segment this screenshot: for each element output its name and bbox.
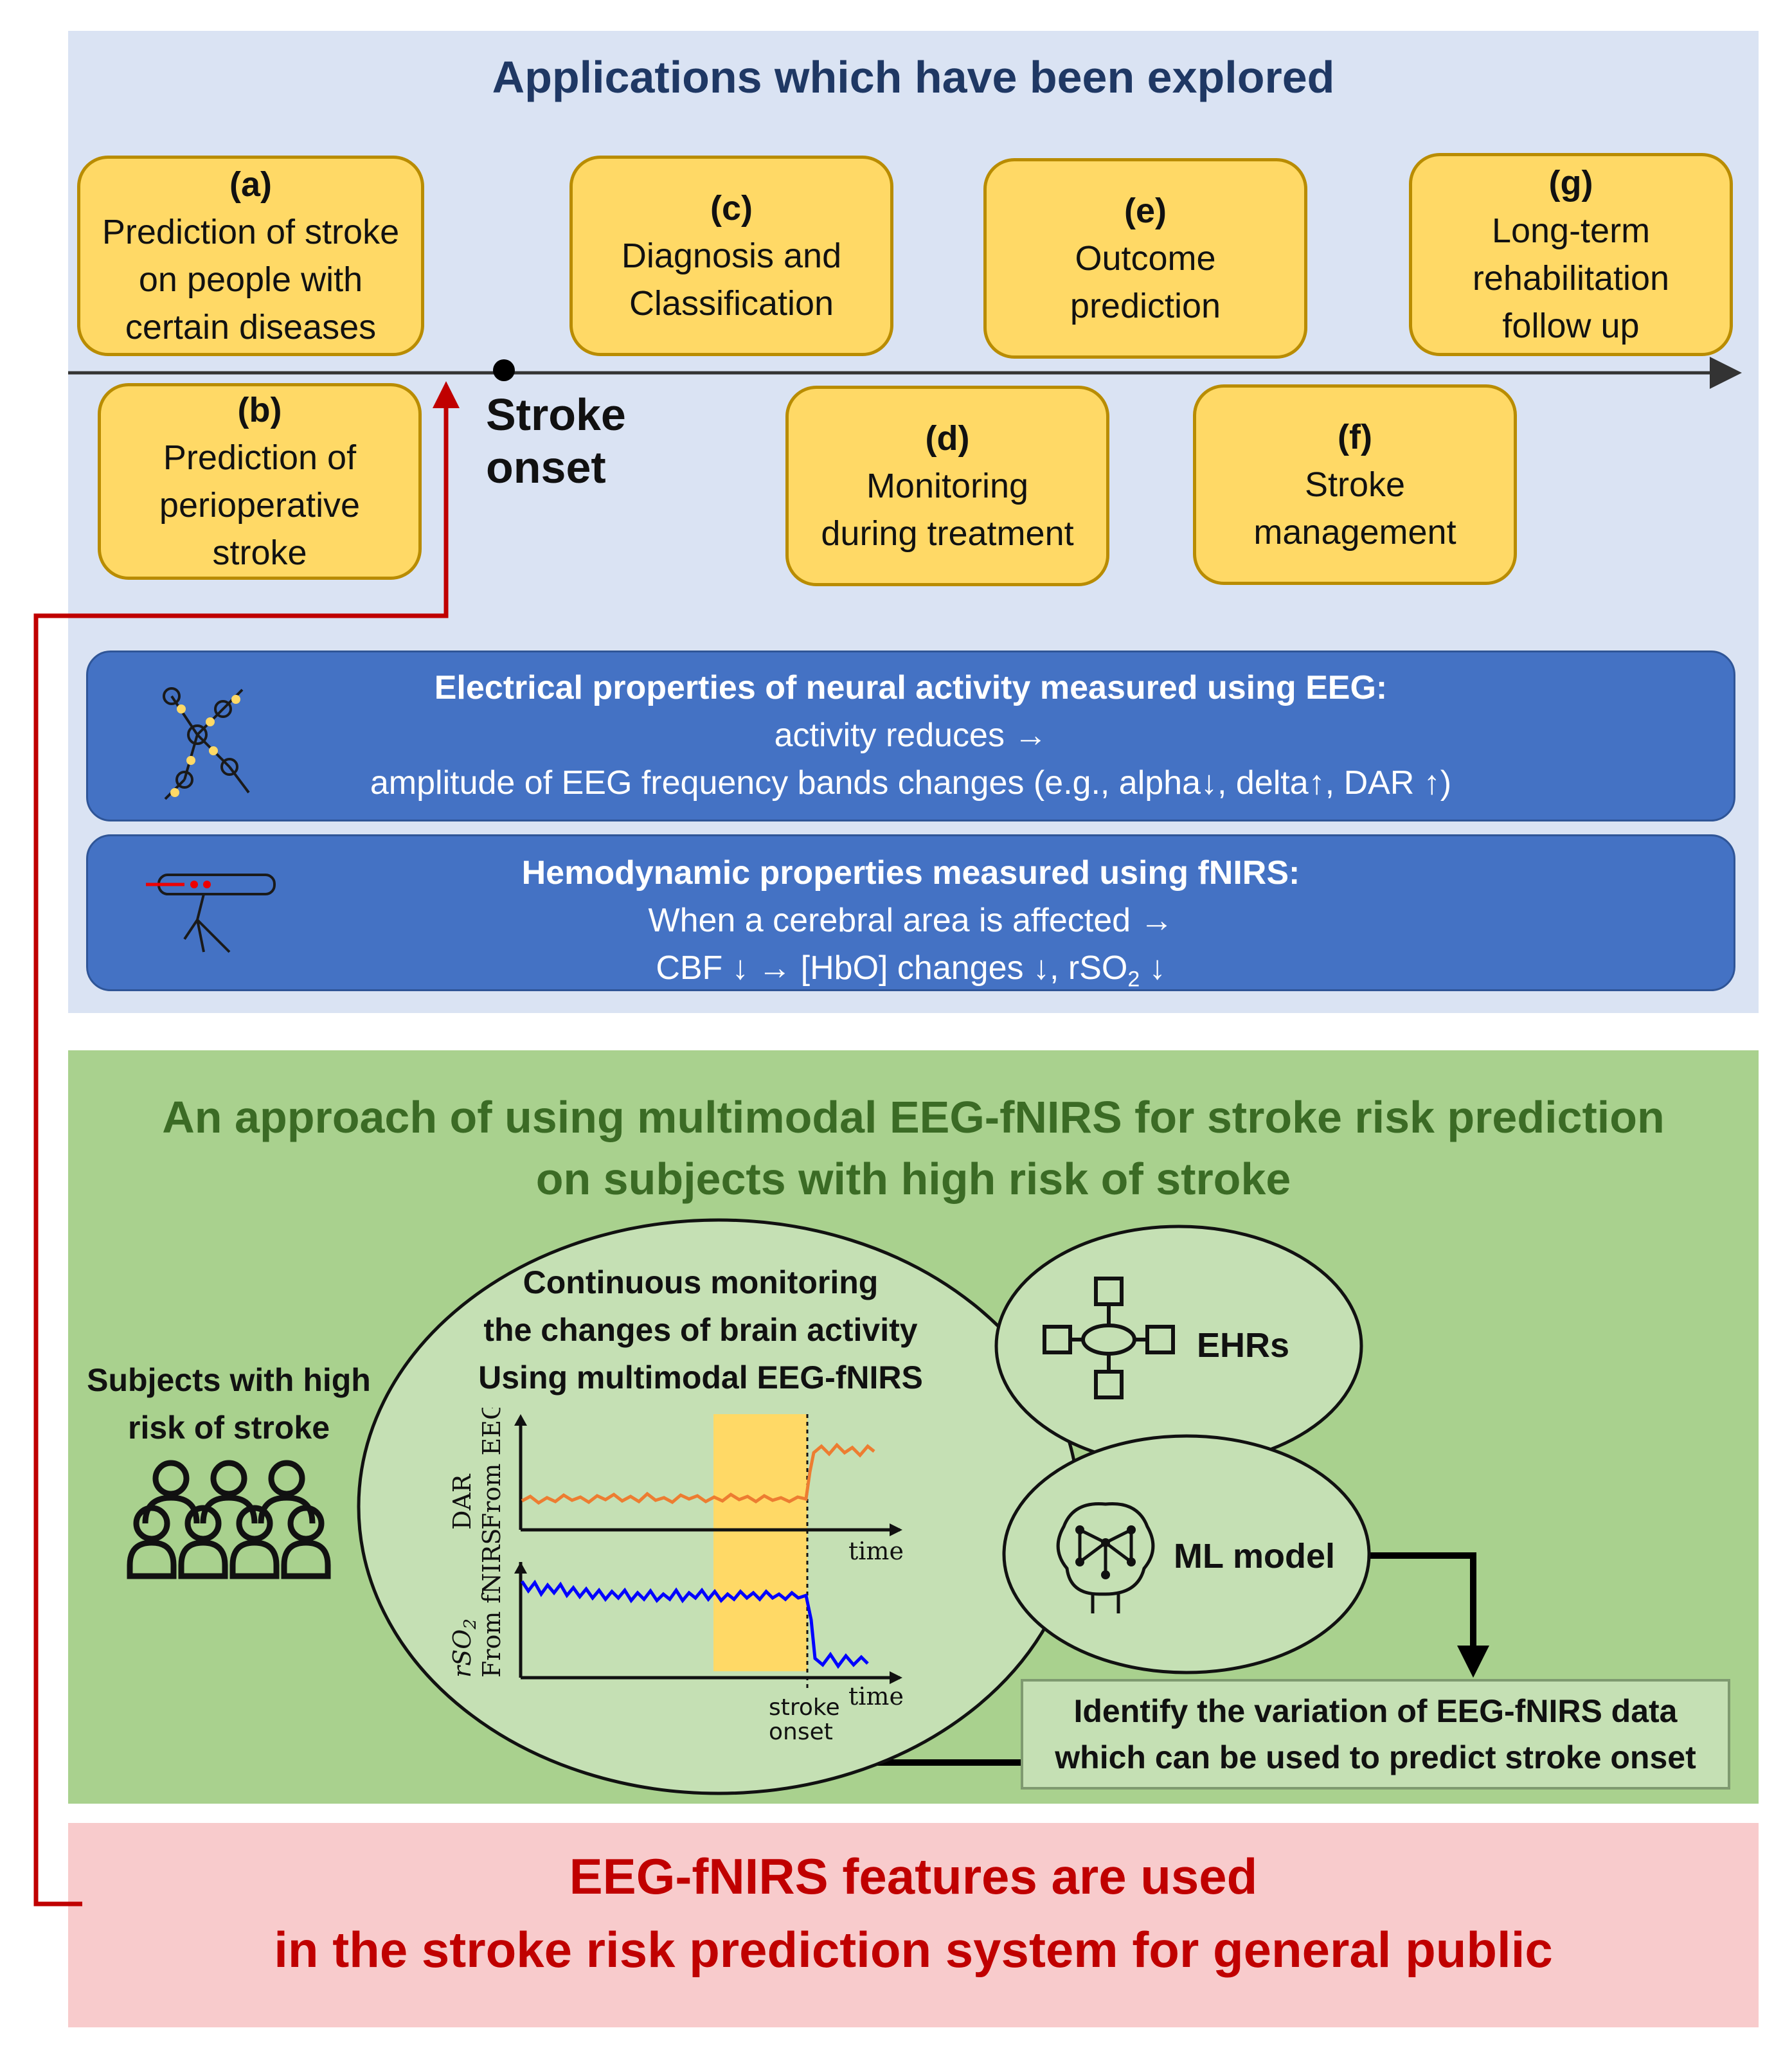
identify-variation-box: Identify the variation of EEG-fNIRS data… bbox=[1021, 1679, 1730, 1790]
fnirs-line-2-sub: 2 bbox=[1127, 967, 1140, 992]
box-line: Diagnosis and bbox=[621, 237, 842, 275]
application-box-c: (c) Diagnosis and Classification bbox=[569, 156, 893, 356]
applications-title: Applications which have been explored bbox=[492, 52, 1335, 102]
box-line: on people with bbox=[138, 260, 363, 299]
monitoring-label-line: the changes of brain activity bbox=[483, 1312, 918, 1348]
fnirs-heading: Hemodynamic properties measured using fN… bbox=[521, 854, 1300, 892]
approach-title-line: on subjects with high risk of stroke bbox=[535, 1154, 1291, 1204]
application-box-e: (e) Outcome prediction bbox=[983, 158, 1307, 359]
monitoring-label-line: Continuous monitoring bbox=[523, 1264, 879, 1300]
monitoring-plots: time time DAR From EEG rSO2 From fNIRS s… bbox=[448, 1408, 904, 1745]
box-letter: (f) bbox=[1338, 418, 1372, 456]
approach-title: An approach of using multimodal EEG-fNIR… bbox=[68, 1086, 1759, 1210]
box-letter: (d) bbox=[925, 419, 970, 458]
subjects-label-line: Subjects with high bbox=[87, 1362, 371, 1398]
fnirs-line-2-prefix: CBF ↓ → [HbO] changes ↓, rSO bbox=[656, 949, 1128, 987]
dar-series-line bbox=[521, 1442, 875, 1505]
identify-line: which can be used to predict stroke onse… bbox=[1055, 1739, 1696, 1775]
application-box-f: (f) Stroke management bbox=[1193, 384, 1517, 585]
box-line: Stroke bbox=[1304, 465, 1406, 504]
box-line: Long-term bbox=[1491, 211, 1651, 250]
red-connector-arrow bbox=[33, 381, 460, 1907]
subjects-label: Subjects with high risk of stroke bbox=[75, 1356, 383, 1451]
eeg-heading: Electrical properties of neural activity… bbox=[434, 669, 1388, 706]
ml-to-identify-arrow bbox=[1363, 1552, 1489, 1678]
blood-vessel-icon bbox=[146, 874, 276, 953]
box-line: rehabilitation bbox=[1472, 259, 1670, 298]
box-line: Classification bbox=[629, 284, 834, 323]
approach-title-line: An approach of using multimodal EEG-fNIR… bbox=[162, 1092, 1665, 1142]
eeg-line-1: activity reduces → bbox=[774, 717, 1048, 754]
application-box-d: (d) Monitoring during treatment bbox=[785, 386, 1109, 586]
rso2-series-line bbox=[520, 1579, 869, 1669]
ml-ellipse bbox=[1002, 1434, 1371, 1674]
bottom-x-label: time bbox=[848, 1682, 904, 1710]
bottom-y-label-main: rSO2 bbox=[448, 1619, 480, 1678]
box-letter: (e) bbox=[1124, 192, 1167, 230]
top-y-label-main: DAR bbox=[448, 1473, 476, 1530]
box-line: Prediction of bbox=[163, 438, 357, 477]
fnirs-line-2: CBF ↓ → [HbO] changes ↓, rSO2 ↓ bbox=[88, 944, 1734, 1003]
stroke-onset-marker-2: onset bbox=[769, 1719, 833, 1745]
ehr-network-icon bbox=[1043, 1277, 1175, 1399]
eeg-properties-box: Electrical properties of neural activity… bbox=[86, 651, 1735, 821]
box-letter: (g) bbox=[1548, 164, 1593, 202]
box-line: management bbox=[1253, 513, 1456, 552]
conclusion-text: EEG-fNIRS features are used in the strok… bbox=[68, 1840, 1759, 1986]
box-line: stroke bbox=[212, 534, 307, 572]
ml-model-label: ML model bbox=[1174, 1537, 1336, 1575]
stroke-onset-label: Stroke onset bbox=[486, 388, 626, 494]
application-box-b: (b) Prediction of perioperative stroke bbox=[98, 383, 422, 580]
neuron-icon bbox=[163, 687, 250, 800]
eeg-line-2: amplitude of EEG frequency bands changes… bbox=[370, 764, 1452, 802]
people-group-icon bbox=[127, 1460, 331, 1579]
box-line: during treatment bbox=[821, 514, 1074, 553]
application-box-a: (a) Prediction of stroke on people with … bbox=[77, 156, 424, 356]
box-letter: (a) bbox=[229, 165, 272, 204]
box-letter: (c) bbox=[710, 189, 753, 228]
neural-network-brain-icon bbox=[1056, 1502, 1155, 1613]
bottom-y-label-from: From fNIRS bbox=[478, 1529, 506, 1678]
box-line: Outcome bbox=[1075, 239, 1216, 278]
monitoring-label-line: Using multimodal EEG-fNIRS bbox=[478, 1360, 923, 1395]
stroke-onset-dot bbox=[493, 359, 515, 381]
monitoring-label: Continuous monitoring the changes of bra… bbox=[444, 1259, 958, 1401]
stroke-onset-line: onset bbox=[486, 442, 606, 492]
application-box-g: (g) Long-term rehabilitation follow up bbox=[1409, 153, 1733, 356]
subjects-label-line: risk of stroke bbox=[127, 1410, 330, 1446]
conclusion-line: EEG-fNIRS features are used bbox=[569, 1848, 1258, 1905]
pre-onset-highlight bbox=[713, 1414, 807, 1671]
box-line: perioperative bbox=[159, 486, 361, 525]
stroke-onset-marker-1: stroke bbox=[769, 1694, 840, 1721]
box-line: follow up bbox=[1502, 307, 1640, 345]
stroke-onset-line: Stroke bbox=[486, 390, 626, 440]
fnirs-properties-box: Hemodynamic properties measured using fN… bbox=[86, 834, 1735, 991]
top-x-label: time bbox=[848, 1537, 904, 1565]
box-line: prediction bbox=[1070, 287, 1221, 325]
fnirs-line-2-suffix: ↓ bbox=[1140, 949, 1166, 987]
identify-line: Identify the variation of EEG-fNIRS data bbox=[1073, 1693, 1678, 1729]
conclusion-panel bbox=[68, 1823, 1759, 2027]
ehr-label: EHRs bbox=[1197, 1326, 1290, 1365]
top-y-label-from: From EEG bbox=[478, 1408, 506, 1530]
conclusion-line: in the stroke risk prediction system for… bbox=[274, 1921, 1553, 1978]
box-line: certain diseases bbox=[125, 308, 377, 346]
box-line: Prediction of stroke bbox=[102, 213, 400, 251]
fnirs-line-1: When a cerebral area is affected → bbox=[648, 902, 1174, 939]
box-line: Monitoring bbox=[866, 467, 1029, 505]
box-letter: (b) bbox=[237, 391, 282, 429]
